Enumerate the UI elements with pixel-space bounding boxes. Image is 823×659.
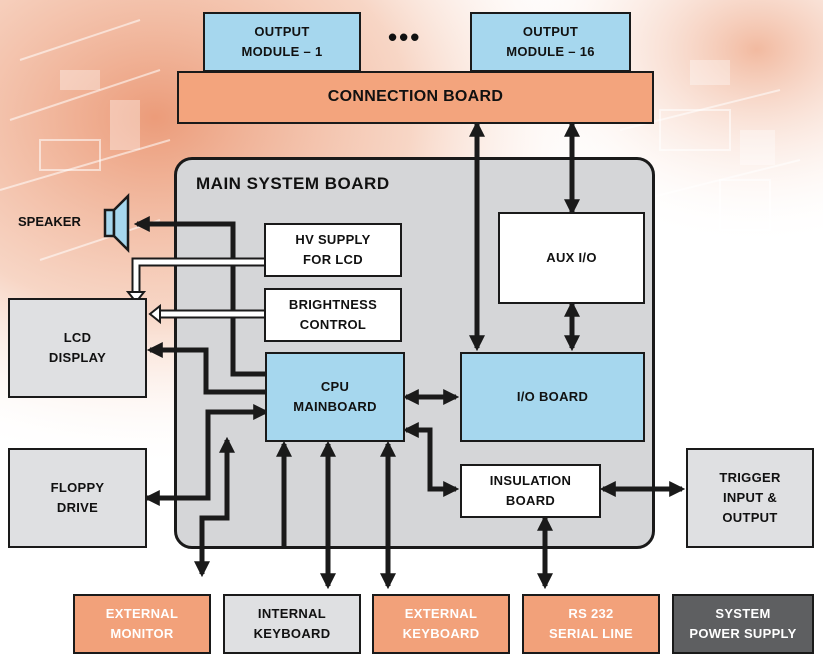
output-module-1: OUTPUT MODULE – 1 [203, 12, 361, 72]
rs232-box: RS 232 SERIAL LINE [522, 594, 660, 654]
main-board-title: MAIN SYSTEM BOARD [196, 174, 390, 193]
lcd-display-box: LCD DISPLAY [8, 298, 147, 398]
speaker-label: SPEAKER [18, 214, 81, 229]
hv-supply-box: HV SUPPLY FOR LCD [264, 223, 402, 277]
aux-io-box: AUX I/O [498, 212, 645, 304]
cpu-mainboard-box: CPU MAINBOARD [265, 352, 405, 442]
brightness-control-box: BRIGHTNESS CONTROL [264, 288, 402, 342]
insulation-board-box: INSULATION BOARD [460, 464, 601, 518]
trigger-io-box: TRIGGER INPUT & OUTPUT [686, 448, 814, 548]
external-keyboard-box: EXTERNAL KEYBOARD [372, 594, 510, 654]
connection-board: CONNECTION BOARD [177, 71, 654, 124]
floppy-drive-box: FLOPPY DRIVE [8, 448, 147, 548]
output-module-16: OUTPUT MODULE – 16 [470, 12, 631, 72]
speaker-icon [103, 192, 130, 254]
ellipsis-dots: ••• [388, 22, 422, 52]
external-monitor-box: EXTERNAL MONITOR [73, 594, 211, 654]
internal-keyboard-box: INTERNAL KEYBOARD [223, 594, 361, 654]
system-power-supply-box: SYSTEM POWER SUPPLY [672, 594, 814, 654]
io-board-box: I/O BOARD [460, 352, 645, 442]
